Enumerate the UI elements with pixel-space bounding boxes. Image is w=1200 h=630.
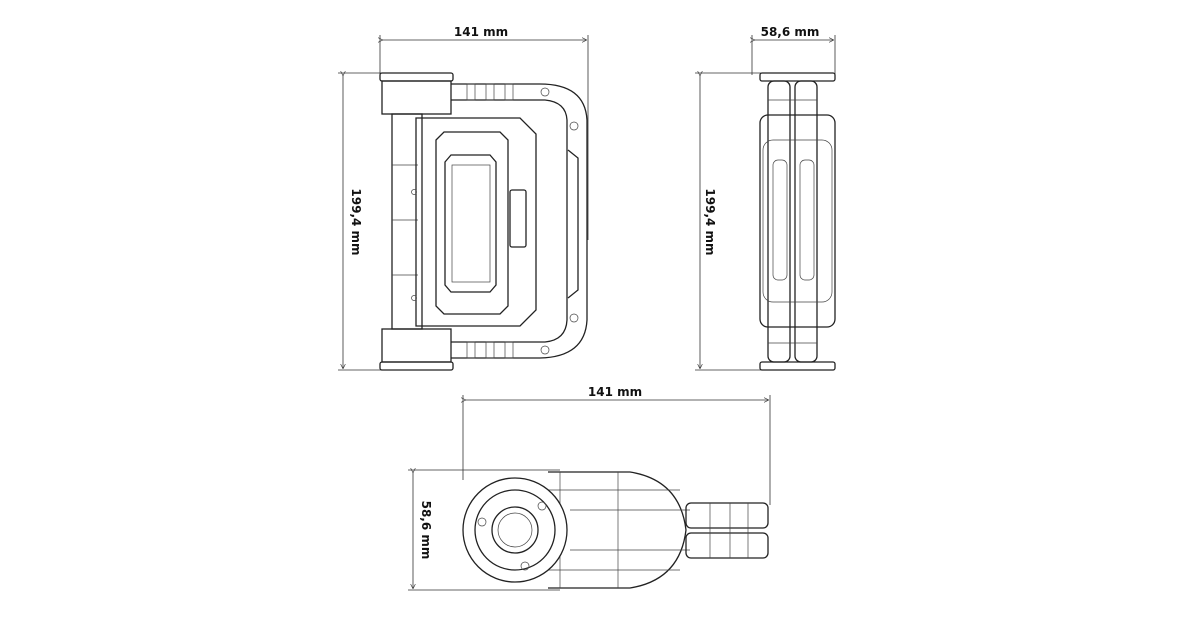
bottom-width-dimension: 141 mm	[463, 385, 771, 505]
side-height-dimension: 199,4 mm	[695, 73, 762, 371]
front-height-label: 199,4 mm	[349, 188, 363, 255]
bottom-width-label: 141 mm	[588, 385, 642, 399]
front-width-dimension: 141 mm	[380, 25, 589, 240]
bottom-height-dimension: 58,6 mm	[408, 470, 560, 591]
front-height-dimension: 199,4 mm	[338, 73, 382, 371]
front-width-label: 141 mm	[454, 25, 508, 39]
side-width-dimension: 58,6 mm	[752, 25, 836, 75]
bottom-body-outline	[462, 471, 769, 589]
side-view: 58,6 mm 199,4 mm	[695, 25, 836, 371]
side-width-label: 58,6 mm	[761, 25, 820, 39]
bottom-view: 141 mm 58,6 mm	[408, 385, 771, 591]
bottom-height-label: 58,6 mm	[419, 501, 433, 560]
front-body-outline	[379, 72, 588, 371]
front-view: 141 mm 199,4 mm	[338, 25, 589, 371]
side-height-label: 199,4 mm	[703, 188, 717, 255]
side-body-outline	[759, 72, 836, 371]
